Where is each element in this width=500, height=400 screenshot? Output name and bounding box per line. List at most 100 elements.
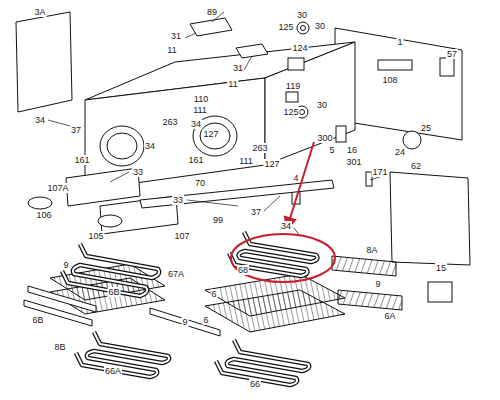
- callout-number: 301: [345, 157, 362, 167]
- callout-number: 127: [263, 159, 280, 169]
- window-inner: [200, 123, 230, 149]
- callout-number: 99: [212, 215, 224, 225]
- heating-element: [216, 340, 309, 385]
- callout-number: 1: [396, 37, 403, 47]
- callout-number: 11: [166, 45, 177, 55]
- callout-number: 108: [381, 75, 398, 85]
- bracket: [190, 18, 232, 36]
- leader-lines: [110, 172, 129, 182]
- callout-number: 66: [249, 379, 261, 389]
- window-inner: [107, 133, 137, 159]
- callout-number: 6A: [383, 311, 396, 321]
- window: [100, 126, 144, 166]
- callout-number: 70: [194, 178, 206, 188]
- callout-number: 34: [34, 115, 46, 125]
- callout-number: 30: [314, 21, 326, 31]
- heating-element: [76, 332, 169, 377]
- callout-number: 37: [70, 125, 82, 135]
- heating-element: [229, 232, 317, 276]
- callout-number: 111: [238, 156, 254, 166]
- switch: [301, 26, 306, 31]
- callout-number: 125: [277, 22, 294, 32]
- leader-lines: [185, 33, 196, 38]
- callout-number: 9: [181, 317, 188, 327]
- heating-element: [229, 232, 317, 276]
- lamp-cover: [98, 215, 122, 227]
- relay: [286, 92, 298, 102]
- callout-number: 6B: [31, 315, 44, 325]
- callout-number: 25: [420, 123, 432, 133]
- callout-number: 161: [187, 155, 204, 165]
- highlight-circle: [231, 234, 335, 282]
- heating-element: [76, 332, 169, 377]
- bracket: [236, 44, 268, 58]
- callout-number: 4: [292, 173, 299, 183]
- side-panel: [16, 12, 72, 112]
- callout-number: 9: [62, 260, 69, 270]
- callout-number: 127: [202, 129, 219, 139]
- rack-supports: [24, 256, 402, 336]
- callout-number: 37: [250, 207, 262, 217]
- callout-number: 24: [394, 147, 406, 157]
- callout-number: 57: [446, 49, 458, 59]
- heating-element: [216, 340, 309, 385]
- callout-number: 263: [251, 143, 268, 153]
- thermostat: [336, 126, 346, 142]
- rack-supports: [24, 300, 92, 326]
- callout-number: 105: [87, 231, 104, 241]
- side-panel: [390, 172, 470, 265]
- callout-number: 6B: [107, 287, 120, 297]
- callout-number: 30: [296, 10, 308, 20]
- callout-number: 107: [173, 231, 190, 241]
- leader-lines: [48, 120, 70, 126]
- callout-number: 263: [161, 117, 178, 127]
- lamp-cover: [28, 197, 52, 209]
- callout-number: 6: [202, 315, 209, 325]
- highlight-arrow: [287, 142, 314, 228]
- rack-supports: [332, 256, 396, 276]
- bracket: [378, 60, 412, 70]
- switch: [300, 110, 305, 115]
- leader-lines: [48, 12, 386, 236]
- callout-number: 31: [170, 31, 182, 41]
- trim: [140, 180, 334, 208]
- callout-number: 110: [193, 94, 209, 104]
- housing: [16, 12, 470, 302]
- harness-block: [428, 282, 452, 302]
- leader-lines: [187, 200, 238, 206]
- callout-number: 68: [237, 265, 249, 275]
- rack-supports: [150, 308, 220, 336]
- callout-number: 34: [190, 119, 202, 129]
- leader-lines: [244, 56, 252, 70]
- side-face: [265, 42, 355, 165]
- callout-number: 66A: [104, 366, 122, 376]
- callout-number: 5: [328, 145, 335, 155]
- callout-number: 111: [192, 105, 208, 115]
- callout-number: 34: [280, 221, 292, 231]
- callout-number: 62: [410, 161, 422, 171]
- vent-panel: [66, 168, 140, 206]
- callout-number: 171: [371, 167, 388, 177]
- callout-number: 9: [374, 279, 381, 289]
- callout-number: 6: [210, 289, 217, 299]
- rack-supports: [338, 290, 402, 310]
- label-plate: [440, 58, 454, 76]
- callout-number: 8B: [53, 342, 66, 352]
- callout-number: 67A: [167, 269, 185, 279]
- heating-element: [62, 244, 159, 296]
- callout-number: 106: [35, 210, 52, 220]
- callout-number: 8A: [365, 245, 378, 255]
- callout-number: 119: [285, 81, 301, 91]
- callout-number: 124: [291, 43, 308, 53]
- callout-number: 107A: [46, 183, 69, 193]
- leader-lines: [264, 196, 280, 211]
- callout-number: 3A: [33, 7, 46, 17]
- callout-number: 30: [316, 100, 328, 110]
- callout-number: 34: [144, 141, 156, 151]
- switch: [297, 22, 309, 34]
- callout-number: 31: [232, 63, 244, 73]
- callout-number: 89: [206, 7, 218, 17]
- callout-number: 33: [132, 167, 144, 177]
